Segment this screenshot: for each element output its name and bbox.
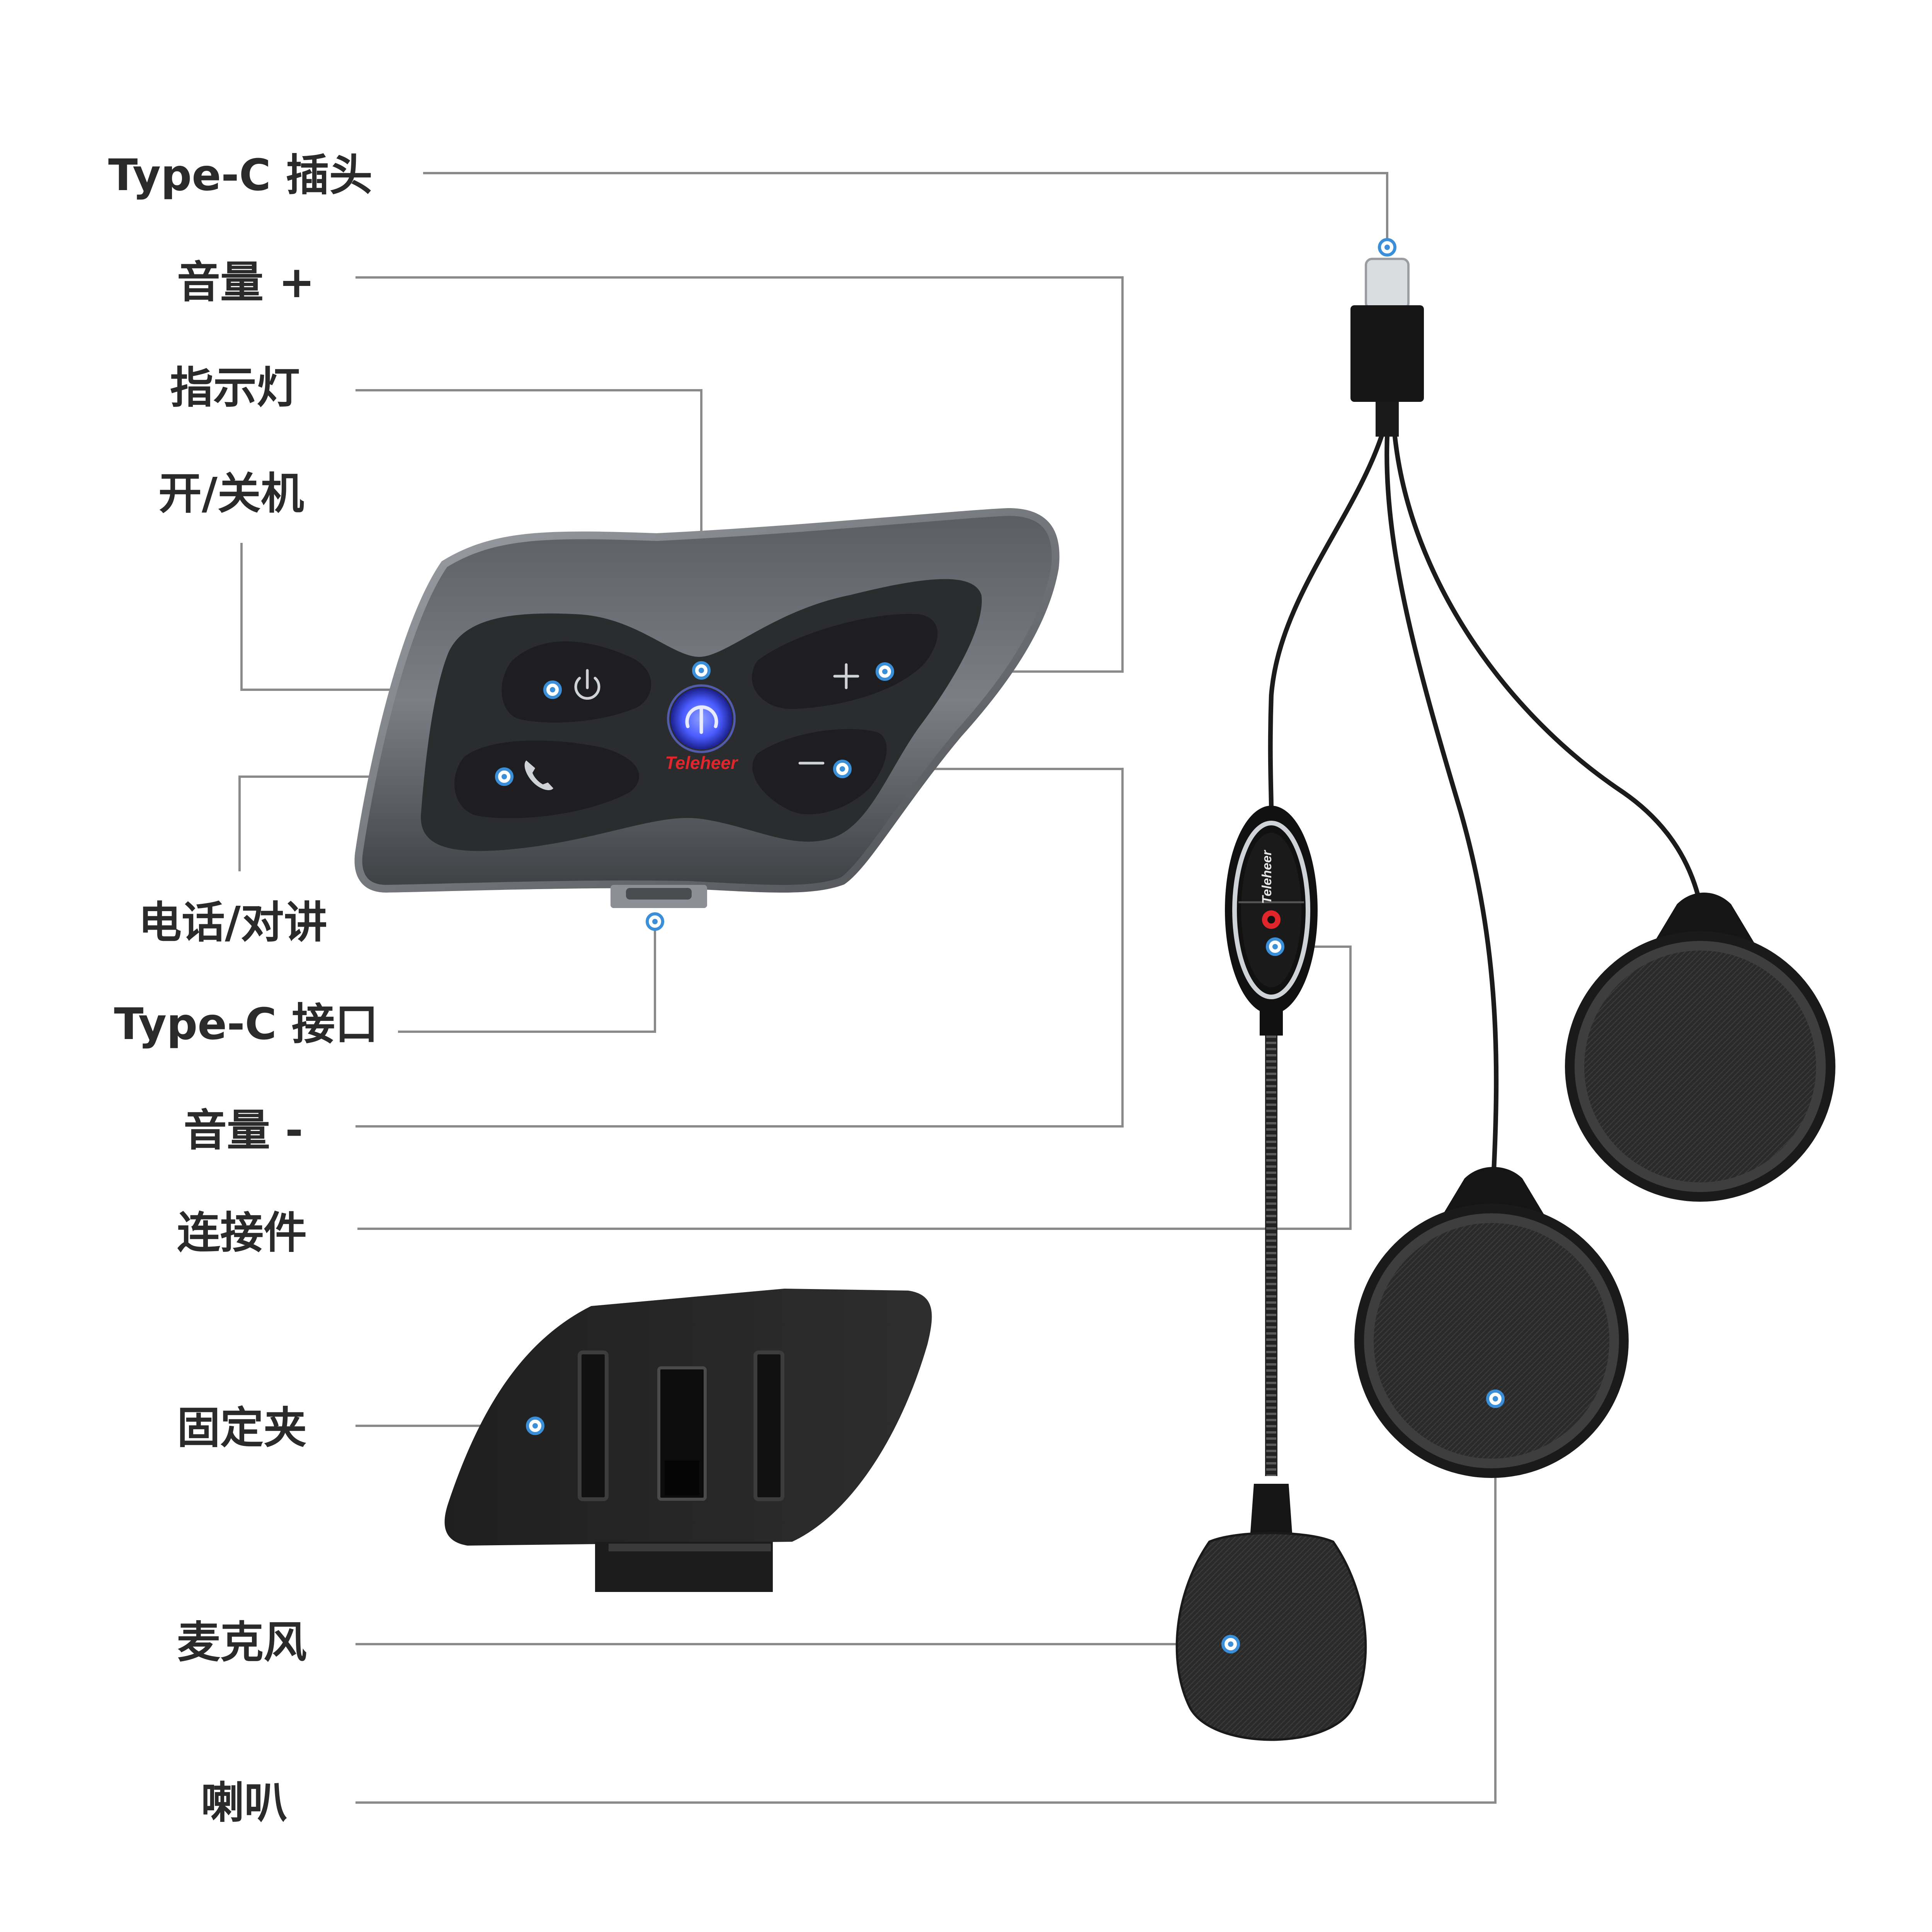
- mounting-clip: [444, 1289, 932, 1592]
- phone-button[interactable]: [454, 740, 639, 818]
- phone-icon: [524, 760, 553, 790]
- leader-type-c-port: [398, 922, 656, 1033]
- speaker-left: [1354, 1167, 1629, 1478]
- type-c-plug-housing: [1350, 305, 1424, 402]
- label-type-c-port: Type-C 接口: [114, 999, 378, 1049]
- plus-icon: [833, 663, 859, 689]
- volume-down-button[interactable]: [752, 729, 887, 815]
- leader-speaker: [355, 1399, 1497, 1804]
- main-unit-brand: Teleheer: [665, 753, 738, 773]
- label-volume-up: 音量 +: [177, 257, 315, 308]
- leader-volume-down: [355, 768, 1124, 1128]
- connector-brand: Teleheer: [1260, 850, 1274, 904]
- type-c-plug: [1365, 258, 1410, 310]
- label-connector: 连接件: [177, 1208, 307, 1258]
- label-mounting-clip: 固定夹: [177, 1403, 307, 1453]
- microphone: [1175, 1532, 1367, 1741]
- leader-type-c-plug: [423, 172, 1388, 247]
- power-icon: [574, 669, 600, 700]
- teleheer-logo-icon: [685, 705, 718, 734]
- label-indicator-light: 指示灯: [170, 363, 300, 413]
- label-speaker: 喇叭: [201, 1778, 287, 1828]
- main-unit: Teleheer: [354, 508, 1060, 908]
- speaker-right: [1565, 893, 1835, 1202]
- label-volume-down: 音量 -: [184, 1105, 303, 1156]
- leader-connector: [357, 946, 1352, 1230]
- volume-up-button[interactable]: [752, 614, 938, 709]
- label-power-on-off: 开/关机: [158, 469, 304, 519]
- label-microphone: 麦克风: [177, 1617, 307, 1668]
- callout-dots: [495, 238, 1505, 1653]
- label-type-c-plug: Type-C 插头: [108, 150, 372, 201]
- label-phone-intercom: 电话/对讲: [138, 898, 327, 948]
- headset-cable-assembly: Teleheer: [1175, 258, 1835, 1741]
